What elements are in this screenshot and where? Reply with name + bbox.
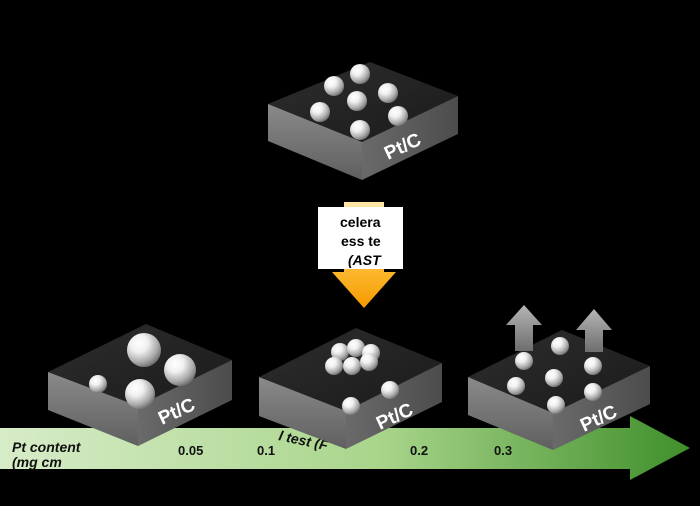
card-low-loading: Pt/C (48, 324, 232, 446)
tick-label-2: 0.1 (257, 443, 275, 458)
tick-label-4: 0.3 (494, 443, 512, 458)
gray-arrow-left (506, 305, 542, 351)
pt-content-label-1: Pt content (12, 439, 82, 455)
tick-label-3: 0.2 (410, 443, 428, 458)
card-high-loading: Pt/C (468, 305, 650, 450)
gray-arrow-right (576, 309, 612, 352)
tick-label-1: 0.05 (178, 443, 203, 458)
top-card: Pt/C (268, 62, 458, 180)
ast-arrow: celera ess te (AST (318, 202, 403, 308)
ast-line-3: (AST (348, 252, 382, 268)
ast-line-1: celera (340, 214, 381, 230)
card-mid-loading: Pt/C (259, 328, 442, 449)
ast-line-2: ess te (341, 233, 381, 249)
pt-content-label-2: (mg cm (12, 454, 62, 470)
